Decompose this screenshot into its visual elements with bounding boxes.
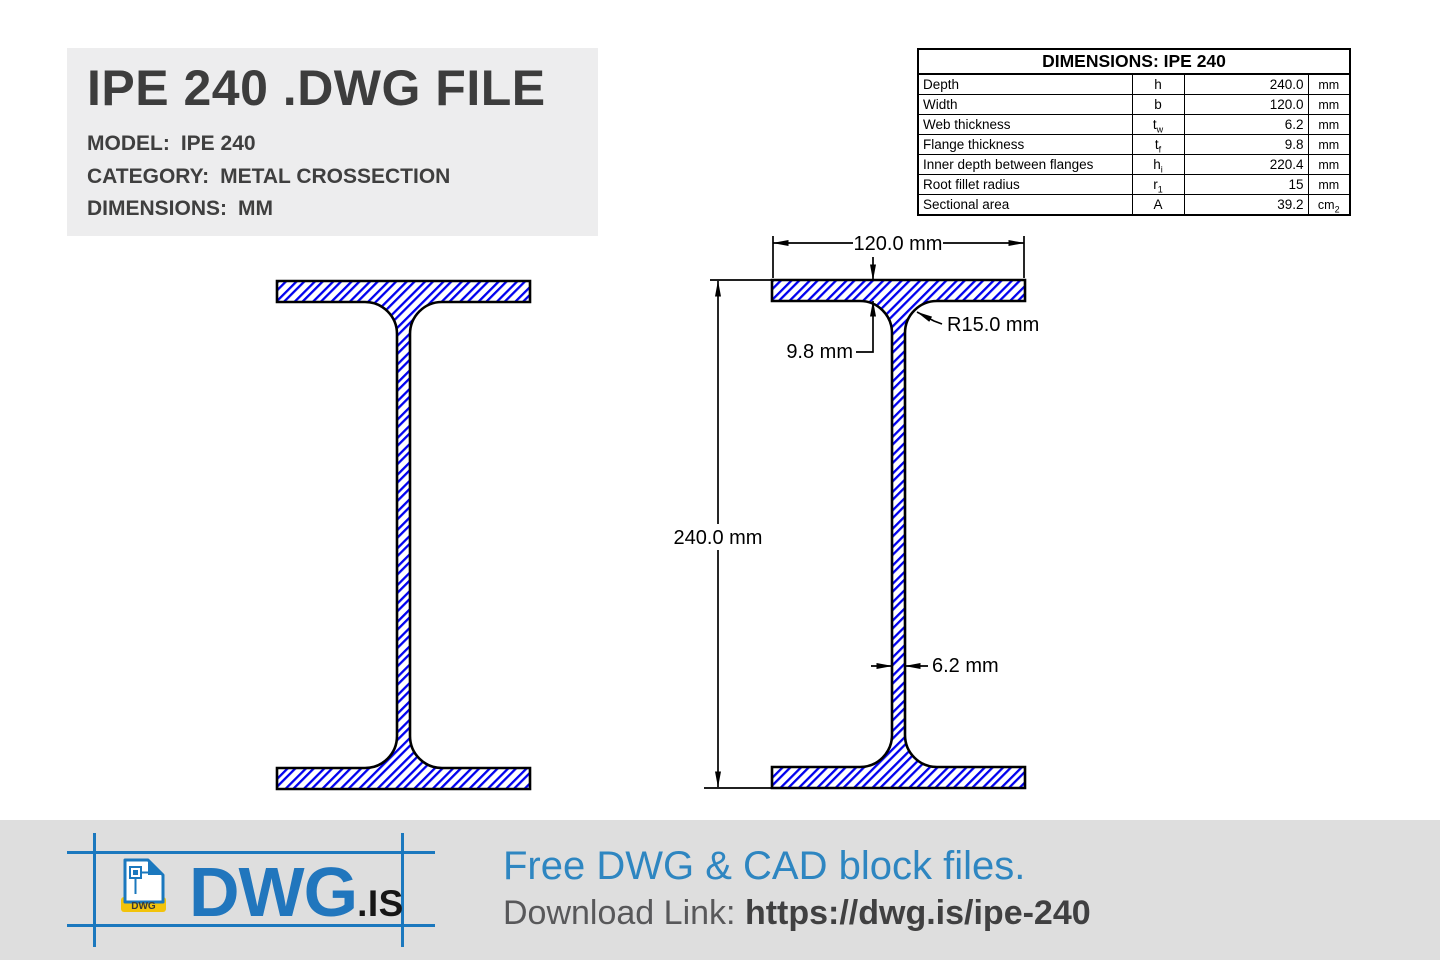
brand-logo: DWG.IS bbox=[189, 849, 404, 947]
spec-unit: mm bbox=[1307, 134, 1351, 155]
spec-name: Width bbox=[917, 94, 1133, 115]
root-radius-leader bbox=[916, 311, 943, 325]
depth-dimension-label: 240.0 mm bbox=[674, 527, 763, 549]
spec-symbol: h bbox=[1131, 73, 1185, 95]
dwg-file-icon: DWG bbox=[121, 858, 166, 912]
spec-name: Flange thickness bbox=[917, 134, 1133, 155]
table-row: Sectional area A 39.2 cm2 bbox=[917, 194, 1351, 216]
spec-symbol: b bbox=[1131, 94, 1185, 115]
spec-value: 15 bbox=[1183, 174, 1309, 195]
spec-name: Root fillet radius bbox=[917, 174, 1133, 195]
dimensions-value: MM bbox=[238, 197, 274, 220]
beam-section-outline bbox=[275, 279, 532, 791]
category-label: CATEGORY: bbox=[87, 164, 210, 188]
spec-name: Depth bbox=[917, 73, 1133, 95]
spec-name: Web thickness bbox=[917, 114, 1133, 135]
spec-name: Inner depth between flanges bbox=[917, 154, 1133, 175]
table-row: Web thickness tw 6.2 mm bbox=[917, 114, 1351, 135]
table-row: Flange thickness tf 9.8 mm bbox=[917, 134, 1351, 155]
table-row: Width b 120.0 mm bbox=[917, 94, 1351, 115]
page-title: IPE 240 .DWG FILE bbox=[87, 60, 546, 116]
width-dimension bbox=[772, 236, 1025, 278]
cad-guide-line bbox=[67, 924, 435, 927]
file-icon-fold bbox=[148, 860, 163, 875]
spec-unit: mm bbox=[1307, 73, 1351, 95]
title-card: IPE 240 .DWG FILE MODEL: IPE 240 CATEGORY… bbox=[67, 48, 598, 236]
spec-unit: mm bbox=[1307, 94, 1351, 115]
cad-guide-line bbox=[93, 833, 96, 947]
category-line: CATEGORY: METAL CROSSECTION bbox=[87, 161, 598, 194]
table-header-row: DIMENSIONS: IPE 240 bbox=[917, 48, 1351, 75]
model-value: IPE 240 bbox=[180, 132, 256, 155]
cad-guide-line bbox=[67, 851, 435, 854]
table-title: DIMENSIONS: IPE 240 bbox=[917, 48, 1351, 75]
download-url: https://dwg.is/ipe-240 bbox=[744, 894, 1091, 932]
ibeam-right-drawing: 120.0 mm 240.0 mm 9.8 mm R15.0 mm 6.2 mm bbox=[672, 233, 1039, 790]
spec-value: 240.0 bbox=[1183, 73, 1309, 95]
spec-value: 39.2 bbox=[1183, 194, 1309, 216]
spec-unit: mm bbox=[1307, 114, 1351, 135]
width-dimension-label: 120.0 mm bbox=[854, 233, 943, 255]
spec-symbol: A bbox=[1131, 194, 1185, 216]
spec-unit: mm bbox=[1307, 154, 1351, 175]
spec-name: Sectional area bbox=[917, 194, 1133, 216]
category-value: METAL CROSSECTION bbox=[220, 164, 451, 188]
download-line: Download Link: https://dwg.is/ipe-240 bbox=[503, 892, 1091, 934]
web-thickness-label: 6.2 mm bbox=[932, 655, 999, 677]
download-label: Download Link: bbox=[503, 894, 736, 932]
ibeam-left-drawing bbox=[275, 279, 532, 791]
footer-text-block: Free DWG & CAD block files. Download Lin… bbox=[503, 843, 1091, 934]
spec-symbol: r1 bbox=[1131, 174, 1185, 195]
spec-symbol: tw bbox=[1131, 114, 1185, 135]
beam-section-outline bbox=[770, 278, 1027, 790]
depth-label-backing bbox=[672, 525, 764, 550]
table-row: Root fillet radius r1 15 mm bbox=[917, 174, 1351, 195]
spec-symbol: tf bbox=[1131, 134, 1185, 155]
flange-thickness-dimension bbox=[856, 257, 876, 353]
spec-value: 120.0 bbox=[1183, 94, 1309, 115]
depth-dimension bbox=[704, 279, 772, 789]
file-icon-label: DWG bbox=[131, 901, 156, 912]
file-icon-crosshair-dot bbox=[133, 870, 138, 875]
brand-name: DWG bbox=[189, 853, 358, 931]
flange-thickness-label: 9.8 mm bbox=[786, 341, 853, 363]
spec-unit: mm bbox=[1307, 174, 1351, 195]
dimensions-label: DIMENSIONS: bbox=[87, 197, 228, 220]
spec-unit: cm2 bbox=[1307, 194, 1351, 216]
footer-headline: Free DWG & CAD block files. bbox=[503, 844, 1026, 888]
table-row: Depth h 240.0 mm bbox=[917, 73, 1351, 95]
dimensions-table: DIMENSIONS: IPE 240 Depth h 240.0 mm Wid… bbox=[917, 48, 1351, 216]
dimensions-line: DIMENSIONS: MM bbox=[87, 193, 598, 226]
model-label: MODEL: bbox=[87, 132, 170, 155]
spec-value: 9.8 bbox=[1183, 134, 1309, 155]
cad-guide-line bbox=[401, 833, 404, 947]
spec-value: 220.4 bbox=[1183, 154, 1309, 175]
brand-suffix: .IS bbox=[357, 883, 404, 924]
model-line: MODEL: IPE 240 bbox=[87, 128, 598, 161]
table-row: Inner depth between flanges hi 220.4 mm bbox=[917, 154, 1351, 175]
spec-value: 6.2 bbox=[1183, 114, 1309, 135]
spec-symbol: hi bbox=[1131, 154, 1185, 175]
root-radius-label: R15.0 mm bbox=[947, 314, 1039, 336]
footer-banner: DWG DWG.IS Free DWG & CAD block files. D… bbox=[0, 820, 1440, 960]
